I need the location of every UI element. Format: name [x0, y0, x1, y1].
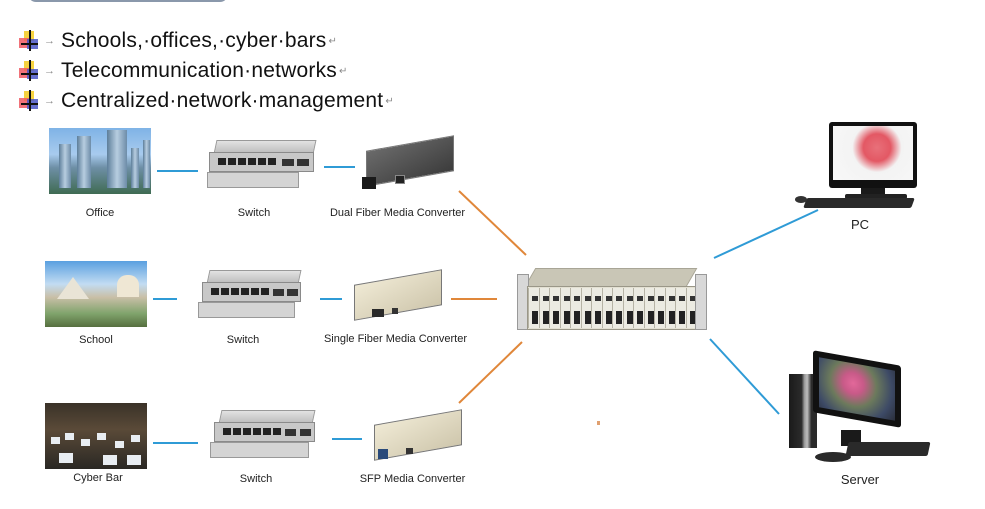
rj45-port-icon	[616, 296, 622, 301]
rj45-port-icon	[542, 296, 549, 301]
rack-slot	[675, 288, 686, 328]
office-label: Office	[85, 207, 115, 219]
rj45-port-icon	[605, 296, 612, 301]
rj45-port-icon	[532, 296, 538, 301]
fiber-port-icon	[574, 311, 580, 324]
bullet-list: → Schools,·offices,·cyber·bars ↵ → Telec…	[18, 26, 394, 116]
pc-computer	[795, 120, 920, 215]
rj45-port-icon	[679, 296, 685, 301]
fiber-port-icon	[605, 311, 612, 324]
fiber-port-icon	[689, 311, 696, 324]
bullet-item: → Centralized·network·management ↵	[18, 86, 394, 116]
media-converter-rack	[517, 266, 707, 330]
rj45-port-icon	[584, 296, 591, 301]
bullet-text: Schools,·offices,·cyber·bars	[61, 29, 327, 52]
sfp-media-converter	[370, 405, 465, 465]
tab-arrow-mark: →	[44, 35, 55, 47]
fiber-port-icon	[668, 311, 675, 324]
bullet-item: → Schools,·offices,·cyber·bars ↵	[18, 26, 394, 56]
tab-arrow-mark: →	[44, 95, 55, 107]
cyber-bar-label: Cyber Bar	[73, 472, 123, 484]
rack-slot	[559, 288, 570, 328]
fiber-sfp-to-rack	[458, 341, 523, 404]
switch-3	[210, 410, 325, 462]
fiber-port-icon	[679, 311, 685, 324]
rack-slot	[643, 288, 654, 328]
header-tab-bar	[28, 0, 228, 2]
rack-slot	[528, 288, 539, 328]
fiber-port-icon	[658, 311, 664, 324]
switch-2	[198, 270, 313, 322]
switch-1-label: Switch	[237, 207, 271, 219]
rj45-port-icon	[574, 296, 580, 301]
rj45-port-icon	[626, 296, 633, 301]
bullet-text: Telecommunication·networks	[61, 59, 337, 82]
dual-fiber-converter-label: Dual Fiber Media Converter	[329, 207, 466, 219]
rj45-port-icon	[563, 296, 570, 301]
fiber-port-icon	[584, 311, 591, 324]
stray-mark	[597, 421, 600, 425]
switch-3-label: Switch	[239, 473, 273, 485]
single-fiber-converter-label: Single Fiber Media Converter	[323, 333, 468, 345]
rack-slot	[612, 288, 623, 328]
tab-arrow-mark: →	[44, 65, 55, 77]
office-photo	[49, 128, 151, 194]
fiber-port-icon	[616, 311, 622, 324]
switch-2-label: Switch	[226, 334, 260, 346]
rj45-port-icon	[689, 296, 696, 301]
rj45-port-icon	[668, 296, 675, 301]
bullet-flag-icon	[18, 30, 40, 52]
rack-slot	[591, 288, 602, 328]
switch-1	[205, 140, 320, 192]
fiber-port-icon	[563, 311, 570, 324]
bullet-text: Centralized·network·management	[61, 89, 384, 112]
school-label: School	[79, 334, 113, 346]
paragraph-mark: ↵	[385, 95, 394, 107]
bullet-item: → Telecommunication·networks ↵	[18, 56, 394, 86]
single-fiber-media-converter	[350, 265, 445, 325]
pc-label: PC	[850, 217, 870, 232]
link-rack-server	[709, 338, 780, 415]
bullet-flag-icon	[18, 90, 40, 112]
rack-slot	[685, 288, 696, 328]
bullet-flag-icon	[18, 60, 40, 82]
rj45-port-icon	[658, 296, 664, 301]
fiber-port-icon	[553, 311, 559, 324]
fiber-port-icon	[637, 311, 643, 324]
server-computer	[785, 350, 935, 468]
fiber-dual-to-rack	[458, 190, 527, 256]
fiber-port-icon	[626, 311, 633, 324]
school-photo	[45, 261, 147, 327]
fiber-port-icon	[542, 311, 549, 324]
fiber-port-icon	[595, 311, 601, 324]
rack-slot	[570, 288, 581, 328]
rack-slot	[601, 288, 612, 328]
dual-fiber-media-converter	[360, 135, 460, 195]
paragraph-mark: ↵	[328, 35, 337, 47]
rack-slot	[622, 288, 633, 328]
paragraph-mark: ↵	[338, 65, 348, 77]
link-rack-pc	[713, 209, 819, 259]
rack-slot	[549, 288, 560, 328]
fiber-port-icon	[647, 311, 654, 324]
rack-slot	[633, 288, 644, 328]
server-label: Server	[840, 472, 880, 487]
rack-slot	[538, 288, 549, 328]
rj45-port-icon	[553, 296, 559, 301]
rack-slot	[654, 288, 665, 328]
rack-slot	[580, 288, 591, 328]
rj45-port-icon	[637, 296, 643, 301]
rj45-port-icon	[647, 296, 654, 301]
cyber-bar-photo	[45, 403, 147, 469]
fiber-port-icon	[532, 311, 538, 324]
sfp-converter-label: SFP Media Converter	[359, 473, 466, 485]
rj45-port-icon	[595, 296, 601, 301]
rack-slot	[664, 288, 675, 328]
